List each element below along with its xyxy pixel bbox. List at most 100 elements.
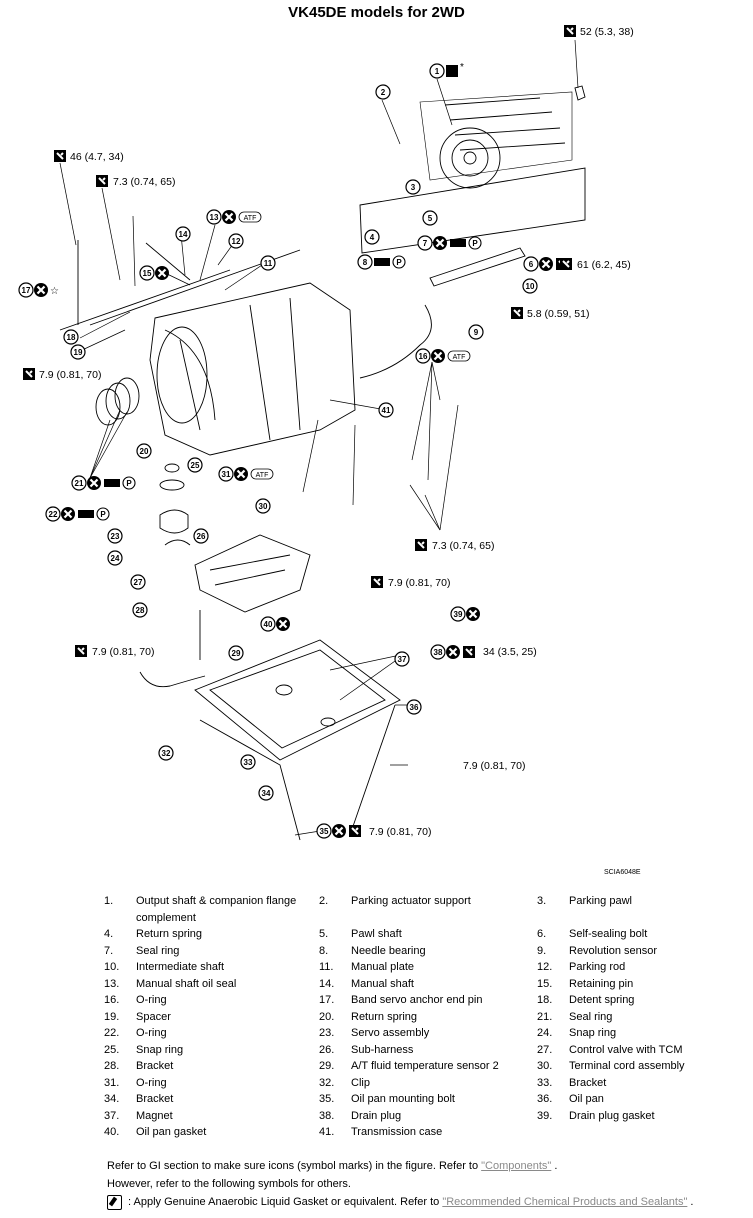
legend-text: Output shaft & companion flange compleme… bbox=[136, 895, 297, 924]
legend-text bbox=[569, 1124, 737, 1141]
callout-9: 9 bbox=[468, 324, 484, 340]
callout-4: 4 bbox=[364, 229, 380, 245]
star-mark: ☆ bbox=[50, 286, 59, 297]
replace-icon bbox=[330, 822, 348, 840]
legend-item: 36. Oil pan bbox=[537, 1091, 737, 1108]
legend-item: 37.Magnet bbox=[104, 1108, 319, 1125]
legend-text: Oil pan mounting bolt bbox=[351, 1093, 455, 1105]
legend-text: Spacer bbox=[136, 1010, 171, 1023]
callout-number: 32 bbox=[162, 749, 171, 758]
petroleum-jelly-icon bbox=[104, 479, 120, 487]
legend-text: Parking rod bbox=[569, 961, 626, 973]
replace-icon bbox=[32, 281, 50, 299]
legend-number: 26. bbox=[319, 1043, 335, 1056]
callout-number: 2 bbox=[381, 88, 386, 97]
replace-icon bbox=[220, 208, 238, 226]
legend-number: 8. bbox=[319, 944, 329, 957]
legend-number: 4. bbox=[104, 928, 114, 940]
notes: Refer to GI section to make sure icons (… bbox=[107, 1157, 747, 1211]
callout-number: 5 bbox=[428, 214, 433, 223]
callout-20: 20 bbox=[136, 443, 152, 459]
callout-number: 11 bbox=[264, 259, 273, 268]
legend-number: 29. bbox=[319, 1060, 335, 1072]
callout-17: 17 ☆ bbox=[18, 281, 59, 299]
atf-pill-icon bbox=[238, 211, 262, 223]
legend-text: Bracket bbox=[136, 1060, 174, 1072]
legend-text: A/T fluid temperature sensor 2 bbox=[351, 1060, 499, 1072]
legend-item: 31.O-ring bbox=[104, 1075, 319, 1092]
legend-item: 18.Detent spring bbox=[537, 992, 737, 1009]
callout-number: 24 bbox=[111, 554, 120, 563]
callout-26: 26 bbox=[193, 528, 209, 544]
liquid-gasket-icon bbox=[446, 65, 458, 77]
legend-item: 4.Return spring bbox=[104, 926, 319, 943]
legend-item: 6.Self-sealing bolt bbox=[537, 926, 737, 943]
callout-number: 9 bbox=[474, 328, 479, 337]
legend-item: 30.Terminal cord assembly bbox=[537, 1058, 737, 1075]
legend-number: 36. bbox=[537, 1093, 553, 1105]
callout-number: 18 bbox=[67, 333, 76, 342]
legend-number: 30. bbox=[537, 1060, 553, 1072]
liquid-gasket-icon bbox=[107, 1194, 122, 1210]
legend-number: 12. bbox=[537, 961, 553, 973]
callout-number: 30 bbox=[259, 502, 268, 511]
legend-text: O-ring bbox=[136, 1076, 167, 1089]
callout-number: 20 bbox=[140, 447, 149, 456]
legend-number: 23. bbox=[319, 1027, 335, 1039]
legend-item: 39.Drain plug gasket bbox=[537, 1108, 737, 1125]
legend-text: Clip bbox=[351, 1076, 370, 1089]
legend-item: 40.Oil pan gasket bbox=[104, 1124, 319, 1141]
torque-label: 5.8 (0.59, 51) bbox=[527, 308, 589, 320]
legend-item: 29. A/T fluid temperature sensor 2 bbox=[319, 1058, 537, 1075]
legend-number: 32. bbox=[319, 1076, 335, 1089]
callout-number: 26 bbox=[197, 532, 206, 541]
callout-38: 38 bbox=[430, 643, 476, 661]
legend-number: 38. bbox=[319, 1109, 335, 1122]
callout-1: 1* bbox=[429, 62, 464, 79]
callout-number: 7 bbox=[423, 239, 428, 248]
legend-text: Parking pawl bbox=[569, 895, 632, 907]
callout-3: 3 bbox=[405, 179, 421, 195]
callout-29: 29 bbox=[228, 645, 244, 661]
atf-label: ATF bbox=[453, 354, 466, 361]
legend-item: 23.Servo assembly bbox=[319, 1025, 537, 1042]
replace-icon bbox=[431, 234, 449, 252]
legend-number: 7. bbox=[104, 944, 114, 957]
callout-28: 28 bbox=[132, 602, 148, 618]
legend-number: 24. bbox=[537, 1027, 553, 1039]
legend-number: 33. bbox=[537, 1076, 553, 1089]
legend-number: 11. bbox=[319, 961, 334, 973]
legend-text: Seal ring bbox=[569, 1010, 613, 1023]
legend-number: 21. bbox=[537, 1010, 553, 1023]
legend-text: Control valve with TCM bbox=[569, 1043, 683, 1056]
callout-32: 32 bbox=[158, 745, 174, 761]
legend-number: 9. bbox=[537, 944, 547, 957]
legend-text: Seal ring bbox=[136, 944, 180, 957]
chemical-products-link[interactable]: "Recommended Chemical Products and Seala… bbox=[442, 1196, 688, 1208]
callout-number: 17 bbox=[22, 286, 31, 295]
legend-number: 15. bbox=[537, 977, 553, 990]
legend-item: 28.Bracket bbox=[104, 1058, 319, 1075]
legend-number: 16. bbox=[104, 994, 120, 1006]
atf-pill-icon bbox=[447, 350, 471, 362]
callout-number: 37 bbox=[398, 655, 407, 664]
asterisk-mark: * bbox=[460, 62, 464, 73]
replace-icon bbox=[232, 465, 250, 483]
callout-25: 25 bbox=[187, 457, 203, 473]
callout-number: 13 bbox=[210, 213, 219, 222]
torque-label: 46 (4.7, 34) bbox=[70, 151, 124, 163]
legend-text: Retaining pin bbox=[569, 977, 634, 990]
callout-15: 15 bbox=[139, 264, 171, 282]
p-label: P bbox=[472, 239, 478, 248]
components-link[interactable]: "Components" bbox=[481, 1160, 552, 1172]
callout-number: 14 bbox=[179, 230, 188, 239]
legend-item: 26.Sub-harness bbox=[319, 1042, 537, 1059]
legend-item: 15. Retaining pin bbox=[537, 976, 737, 993]
legend-text: Oil pan bbox=[569, 1093, 604, 1105]
legend-number: 17. bbox=[319, 994, 335, 1006]
legend-number: 34. bbox=[104, 1093, 120, 1105]
callout-number: 28 bbox=[136, 606, 145, 615]
callout-39: 39 bbox=[450, 605, 482, 623]
